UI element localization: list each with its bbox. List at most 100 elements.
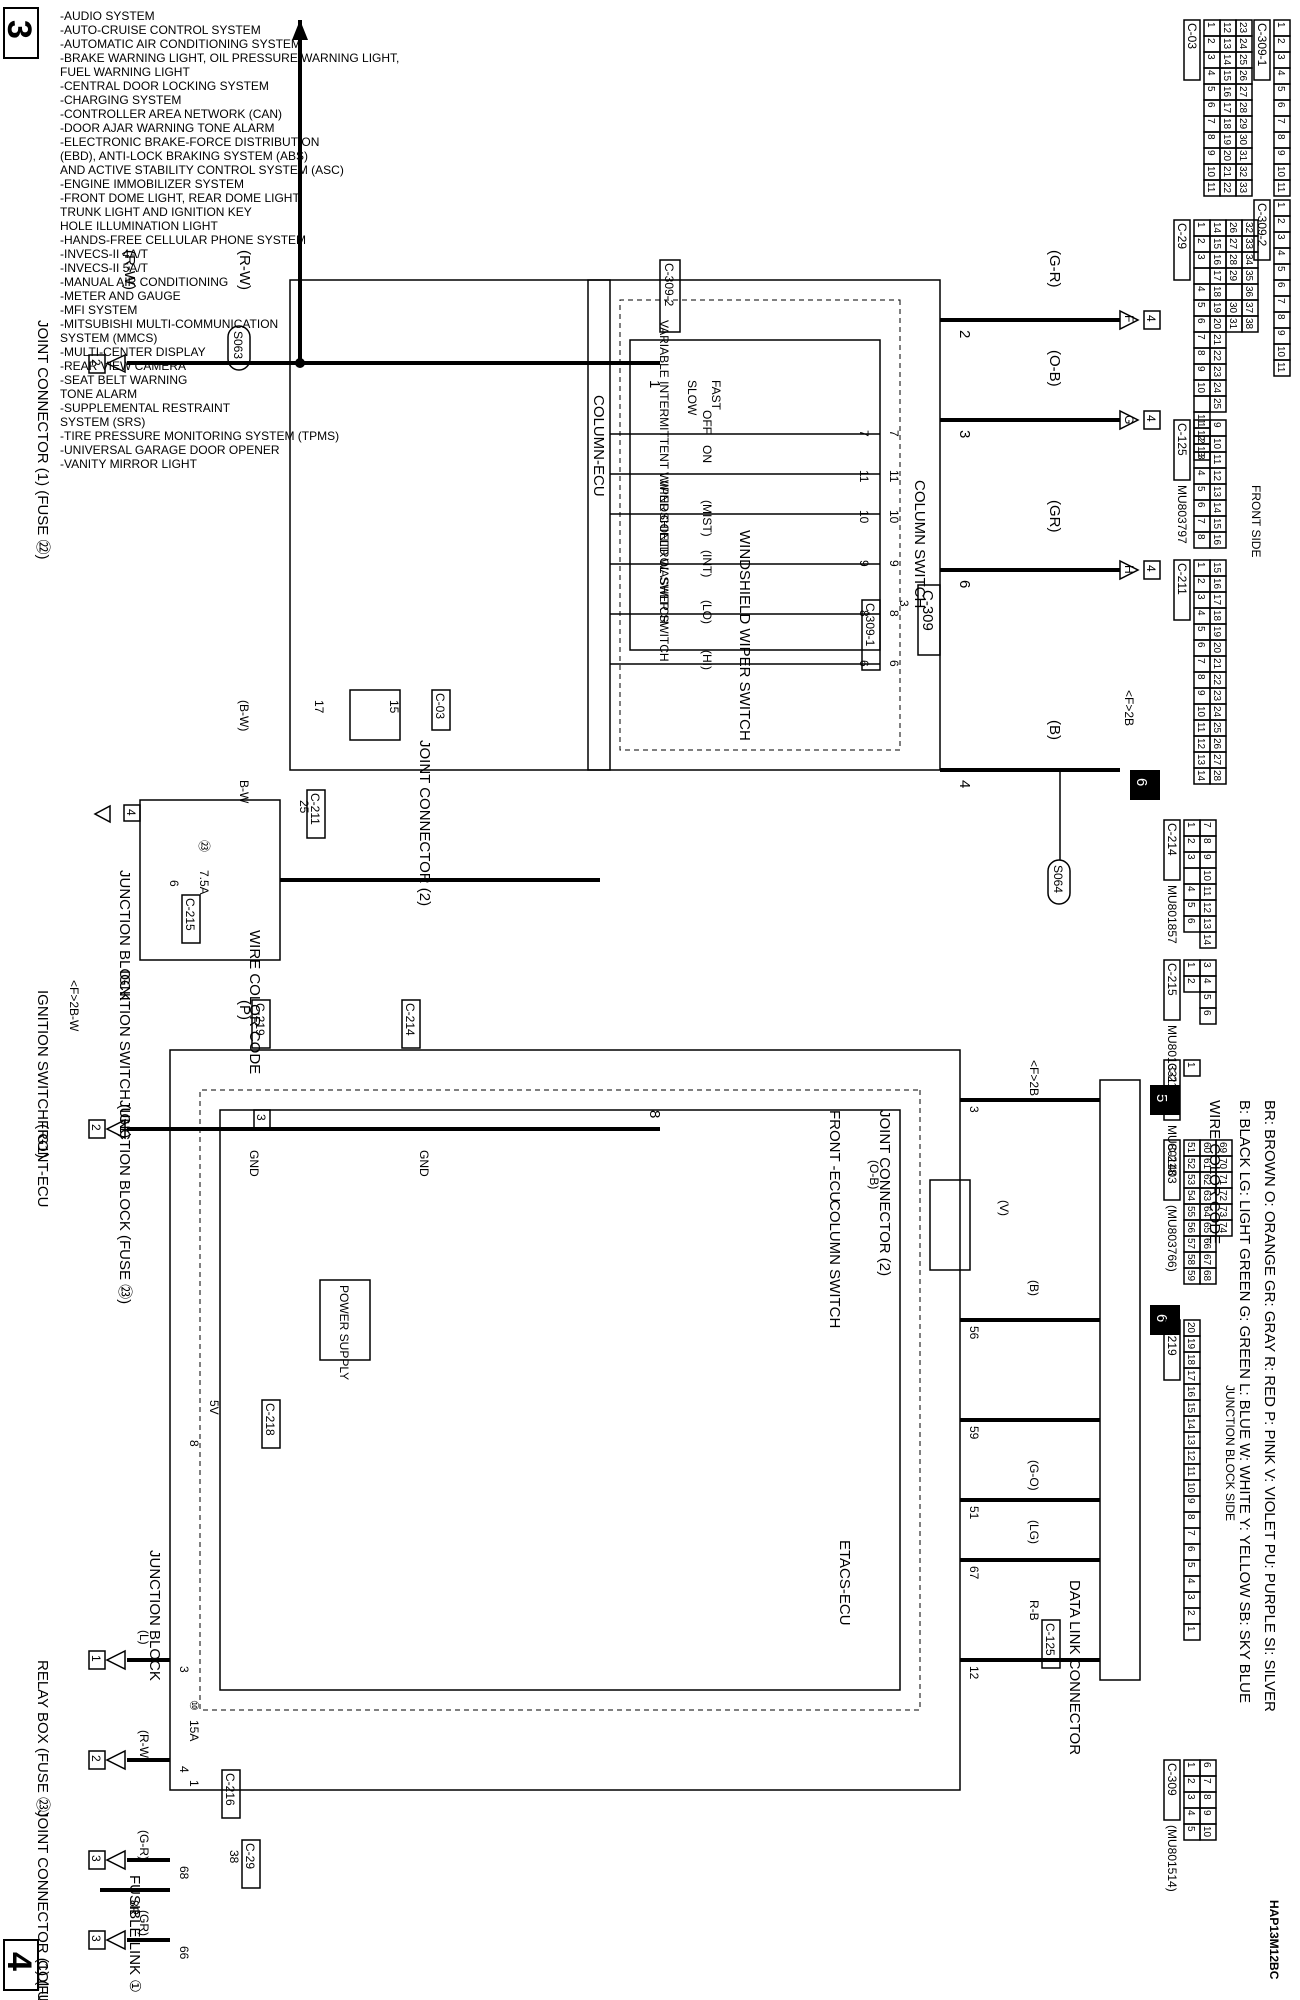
connector-pin-number: 19 xyxy=(1185,1338,1196,1350)
connector-pin-number: 13 xyxy=(1185,1434,1196,1446)
ref-box xyxy=(1143,410,1161,430)
input-wire-color: (GR) xyxy=(137,1910,151,1936)
svg-text:6: 6 xyxy=(1133,778,1150,786)
connector-pin-number: 23 xyxy=(1211,366,1222,378)
connector-title-box xyxy=(1183,19,1201,81)
joint-connector-1-left: JOINT CONNECTOR (1) (FUSE ㉒) 2 xyxy=(34,320,126,559)
c219-tag: C-219 xyxy=(253,1003,267,1036)
ref-letter: G xyxy=(1122,415,1136,424)
connector-pin-number: 7 xyxy=(1275,298,1286,304)
connector-pin-number: 5 xyxy=(1195,626,1206,632)
pin-label: 8 xyxy=(857,610,871,617)
connector-pin-number: 11 xyxy=(1275,362,1286,373)
system-list-item: -FRONT DOME LIGHT, REAR DOME LIGHT, xyxy=(60,191,302,205)
ref-arrow xyxy=(1119,309,1140,331)
connector-pin-number: 9 xyxy=(1195,366,1206,372)
connector-cell xyxy=(1241,315,1259,333)
connector-pin-number: 3 xyxy=(1195,454,1206,460)
jb-pin: 8 xyxy=(187,1440,201,1447)
connector-pin-number: 9 xyxy=(1205,150,1216,156)
wire-color-b: (B) xyxy=(1046,720,1063,740)
connector-pin-number: 22 xyxy=(1211,674,1222,686)
c125-tag: C-125 xyxy=(1043,1623,1057,1656)
connector-pin-number: 19 xyxy=(1211,626,1222,638)
connector-pin-number: 7 xyxy=(1195,518,1206,524)
connector-title: C-309-2 xyxy=(1255,203,1269,247)
connector-pin-number: 11 xyxy=(1211,454,1222,465)
connector-pin-number: 10 xyxy=(1201,870,1212,882)
connector-pin-number: 60 xyxy=(1201,1142,1212,1154)
input-ref xyxy=(88,1750,106,1770)
connector-cell xyxy=(1183,1059,1201,1077)
column-ecu-label: COLUMN-ECU xyxy=(590,395,607,497)
connector-pin-number: 7 xyxy=(1195,334,1206,340)
pin-1: 1 xyxy=(646,380,663,388)
wire-color-o-b-right: (O-B) xyxy=(867,1160,881,1189)
connector-pin-number: 5 xyxy=(1275,86,1286,92)
system-list-item: -MITSUBISHI MULTI-COMMUNICATION xyxy=(60,317,278,331)
connector-pin-number: 16 xyxy=(1185,1386,1196,1398)
connector-pin-number: 14 xyxy=(1201,934,1212,946)
connector-pin-number: 7 xyxy=(1185,1530,1196,1536)
system-list-item: -CONTROLLER AREA NETWORK (CAN) xyxy=(60,107,282,121)
wire-color-gr-r: (G-R) xyxy=(1046,250,1063,288)
connector-pin-number: 4 xyxy=(1205,70,1216,76)
input-wire-color: (L) xyxy=(137,1630,151,1645)
input-ref-number: 3 xyxy=(89,1935,103,1942)
svg-text:4: 4 xyxy=(124,809,138,816)
c214-tag: C-214 xyxy=(403,1003,417,1036)
connector-pin-number: 28 xyxy=(1227,254,1238,266)
section-box-3 xyxy=(3,7,39,59)
svg-text:(HI): (HI) xyxy=(700,650,714,670)
system-list-item: -HANDS-FREE CELLULAR PHONE SYSTEM xyxy=(60,233,306,247)
pin-label: 6 xyxy=(857,660,871,667)
connector-pin-number: 11 xyxy=(1205,182,1216,193)
pin-label: 10 xyxy=(887,510,901,524)
connector-pin-number: 4 xyxy=(1185,886,1196,892)
column-ecu-bar xyxy=(587,279,611,771)
diagram-code: HAP13M12BC xyxy=(1267,1900,1281,1980)
input-ref xyxy=(88,1650,106,1670)
wire-color-rw-2: (R-W) xyxy=(236,250,253,290)
connector-pin-number: 3 xyxy=(1195,254,1206,260)
input-arrow xyxy=(105,1849,126,1871)
connector-pin-number: 12 xyxy=(1201,902,1212,914)
connector-pin-number: 10 xyxy=(1195,706,1206,718)
ref-arrow xyxy=(1119,409,1140,431)
svg-text:2: 2 xyxy=(956,330,973,338)
connector-pin-number: 6 xyxy=(1275,282,1286,288)
c03-tag: C-03 xyxy=(433,693,447,719)
connector-pin-number: 69 xyxy=(1217,1142,1228,1154)
connector-title-box xyxy=(1173,219,1191,281)
connector-pin-number: 10 xyxy=(1275,166,1286,178)
connector-pin-number: 9 xyxy=(1185,1498,1196,1504)
ground-ref-6 xyxy=(1130,770,1160,800)
system-list-item: -TIRE PRESSURE MONITORING SYSTEM (TPMS) xyxy=(60,429,339,443)
connector-pin-number: 31 xyxy=(1237,150,1248,162)
connector-pin-number: 54 xyxy=(1185,1190,1196,1202)
svg-text:(MIST): (MIST) xyxy=(700,500,714,537)
input-ref-number: 2 xyxy=(89,1755,103,1762)
wire-color-p: (P) xyxy=(236,1000,253,1020)
connector-pin-number: 26 xyxy=(1237,70,1248,82)
ref-number: 4 xyxy=(1144,415,1158,422)
connector-pin-number: 2 xyxy=(1185,978,1196,984)
connector-pin-number: 25 xyxy=(1211,398,1222,410)
connector-pin-number: 51 xyxy=(1185,1142,1196,1154)
system-list-item: -DOOR AJAR WARNING TONE ALARM xyxy=(60,121,274,135)
connector-pin-number: 1 xyxy=(1185,1062,1196,1068)
connector-pin-number: 13 xyxy=(1211,486,1222,498)
system-list-item: -MULTI-CENTER DISPLAY xyxy=(60,345,206,359)
connector-pin-number: 11 xyxy=(1275,182,1286,193)
connector-title: C-211 xyxy=(1175,563,1189,595)
connector-pin-number: 57 xyxy=(1185,1238,1196,1250)
connector-pin-number: 3 xyxy=(1185,854,1196,860)
connector-pin-number: 10 xyxy=(1201,1826,1212,1838)
wire-color-rb: R-B xyxy=(1027,1600,1041,1621)
connector-pin-number: 7 xyxy=(1205,118,1216,124)
